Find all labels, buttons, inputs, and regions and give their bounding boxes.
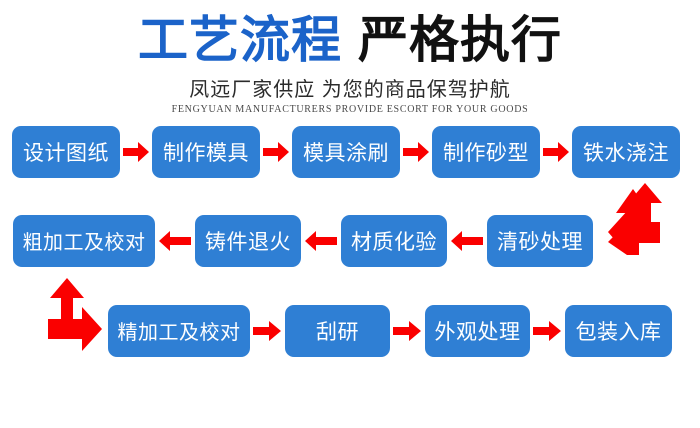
title-black-text: 严格执行 bbox=[358, 12, 562, 68]
subtitle-chinese: 凤远厂家供应 为您的商品保驾护航 bbox=[189, 78, 511, 101]
arrow-left-row2-2 bbox=[305, 230, 337, 251]
corner-arrow-up-left-shaft bbox=[628, 182, 662, 237]
process-flow-diagram: 设计图纸 制作模具 模具涂刷 制作砂型 铁水浇注 粗加工及校对 铸件退火 材质化… bbox=[0, 115, 700, 405]
flow-node-row1-4[interactable]: 制作砂型 bbox=[432, 125, 540, 178]
flow-node-row1-2[interactable]: 制作模具 bbox=[152, 125, 260, 178]
arrow-right-row3-2 bbox=[393, 320, 421, 341]
corner-arrow-up-left-head bbox=[608, 209, 660, 255]
corner-arrow-up-right-head bbox=[48, 306, 102, 351]
title-blue-text: 工艺流程 bbox=[138, 12, 342, 68]
flow-node-row2-1[interactable]: 粗加工及校对 bbox=[13, 214, 155, 267]
flow-node-row2-4[interactable]: 清砂处理 bbox=[487, 214, 593, 267]
arrow-right-row3-3 bbox=[533, 320, 561, 341]
flow-node-row3-3[interactable]: 外观处理 bbox=[425, 304, 530, 357]
flow-node-row3-4[interactable]: 包装入库 bbox=[565, 304, 672, 357]
arrow-right-row1-1 bbox=[123, 141, 149, 162]
flow-node-row2-2[interactable]: 铸件退火 bbox=[195, 214, 301, 267]
page-header: 工艺流程严格执行 凤远厂家供应 为您的商品保驾护航 FENGYUAN MANUF… bbox=[0, 0, 700, 115]
flow-node-row1-1[interactable]: 设计图纸 bbox=[12, 125, 120, 178]
subtitle-english: FENGYUAN MANUFACTURERS PROVIDE ESCORT FO… bbox=[171, 103, 529, 115]
arrow-right-row1-2 bbox=[263, 141, 289, 162]
corner-arrow-up-right-shaft bbox=[50, 277, 84, 334]
arrow-right-row3-1 bbox=[253, 320, 281, 341]
arrow-right-row1-3 bbox=[403, 141, 429, 162]
arrow-right-row1-4 bbox=[543, 141, 569, 162]
flow-node-row3-1[interactable]: 精加工及校对 bbox=[108, 304, 250, 357]
flow-node-row1-5[interactable]: 铁水浇注 bbox=[572, 125, 680, 178]
flow-node-row2-3[interactable]: 材质化验 bbox=[341, 214, 447, 267]
flow-node-row3-2[interactable]: 刮研 bbox=[285, 304, 390, 357]
arrow-left-row2-1 bbox=[159, 230, 191, 251]
flow-node-row1-3[interactable]: 模具涂刷 bbox=[292, 125, 400, 178]
arrow-left-row2-3 bbox=[451, 230, 483, 251]
page-title: 工艺流程严格执行 bbox=[0, 14, 700, 67]
